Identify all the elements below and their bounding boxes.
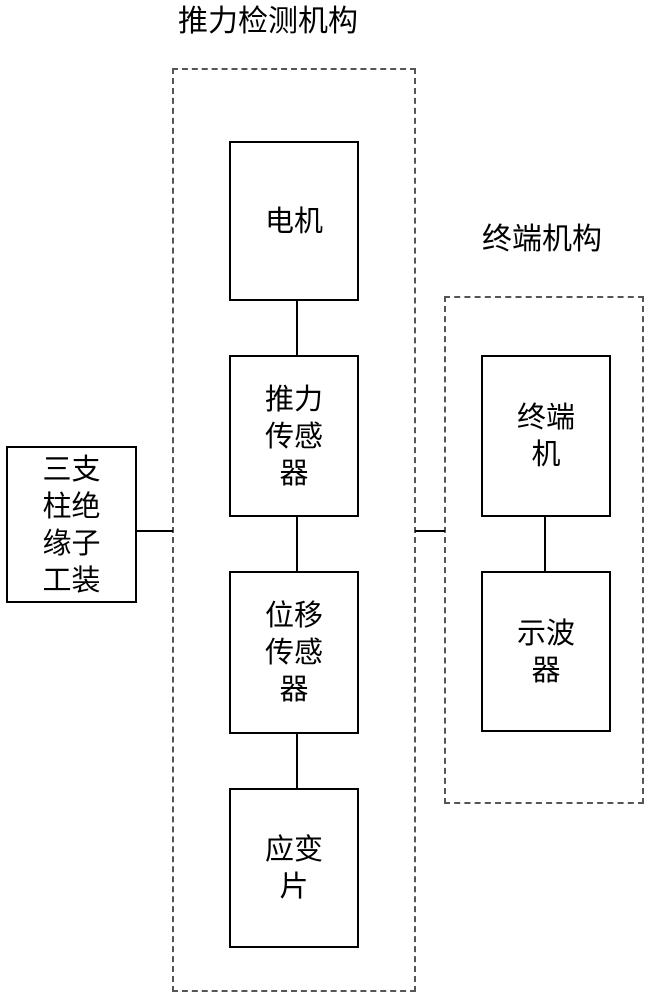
push-detection-title: 推力检测机构 <box>178 4 358 39</box>
displacement-sensor-block: 位移 传感 器 <box>229 571 359 734</box>
strain-gauge-label: 应变 片 <box>264 832 323 903</box>
displacement-sensor-label: 位移 传感 器 <box>264 598 323 706</box>
motor-block: 电机 <box>229 141 359 301</box>
motor-to-thrust-connector <box>296 299 298 357</box>
oscilloscope-block: 示波 器 <box>481 571 611 732</box>
terminal-machine-label: 终端 机 <box>516 400 575 471</box>
displacement-to-strain-connector <box>296 732 298 790</box>
oscilloscope-label: 示波 器 <box>516 615 575 687</box>
thrust-sensor-block: 推力 传感 器 <box>229 355 359 517</box>
thrust-sensor-label: 推力 传感 器 <box>264 381 323 490</box>
motor-label: 电机 <box>264 203 323 238</box>
terminal-group <box>444 296 644 804</box>
terminal-group-title: 终端机构 <box>482 222 602 257</box>
thrust-to-displacement-connector <box>296 515 298 573</box>
terminal-machine-block: 终端 机 <box>481 355 611 517</box>
insulator-fixture-block: 三支 柱绝 缘子 工装 <box>6 446 137 603</box>
insulator-fixture-label: 三支 柱绝 缘子 工装 <box>42 451 101 597</box>
terminal-to-oscilloscope-connector <box>544 515 546 573</box>
insulator-to-detection-connector <box>135 530 173 532</box>
strain-gauge-block: 应变 片 <box>229 788 359 948</box>
detection-to-terminal-connector <box>415 530 445 532</box>
